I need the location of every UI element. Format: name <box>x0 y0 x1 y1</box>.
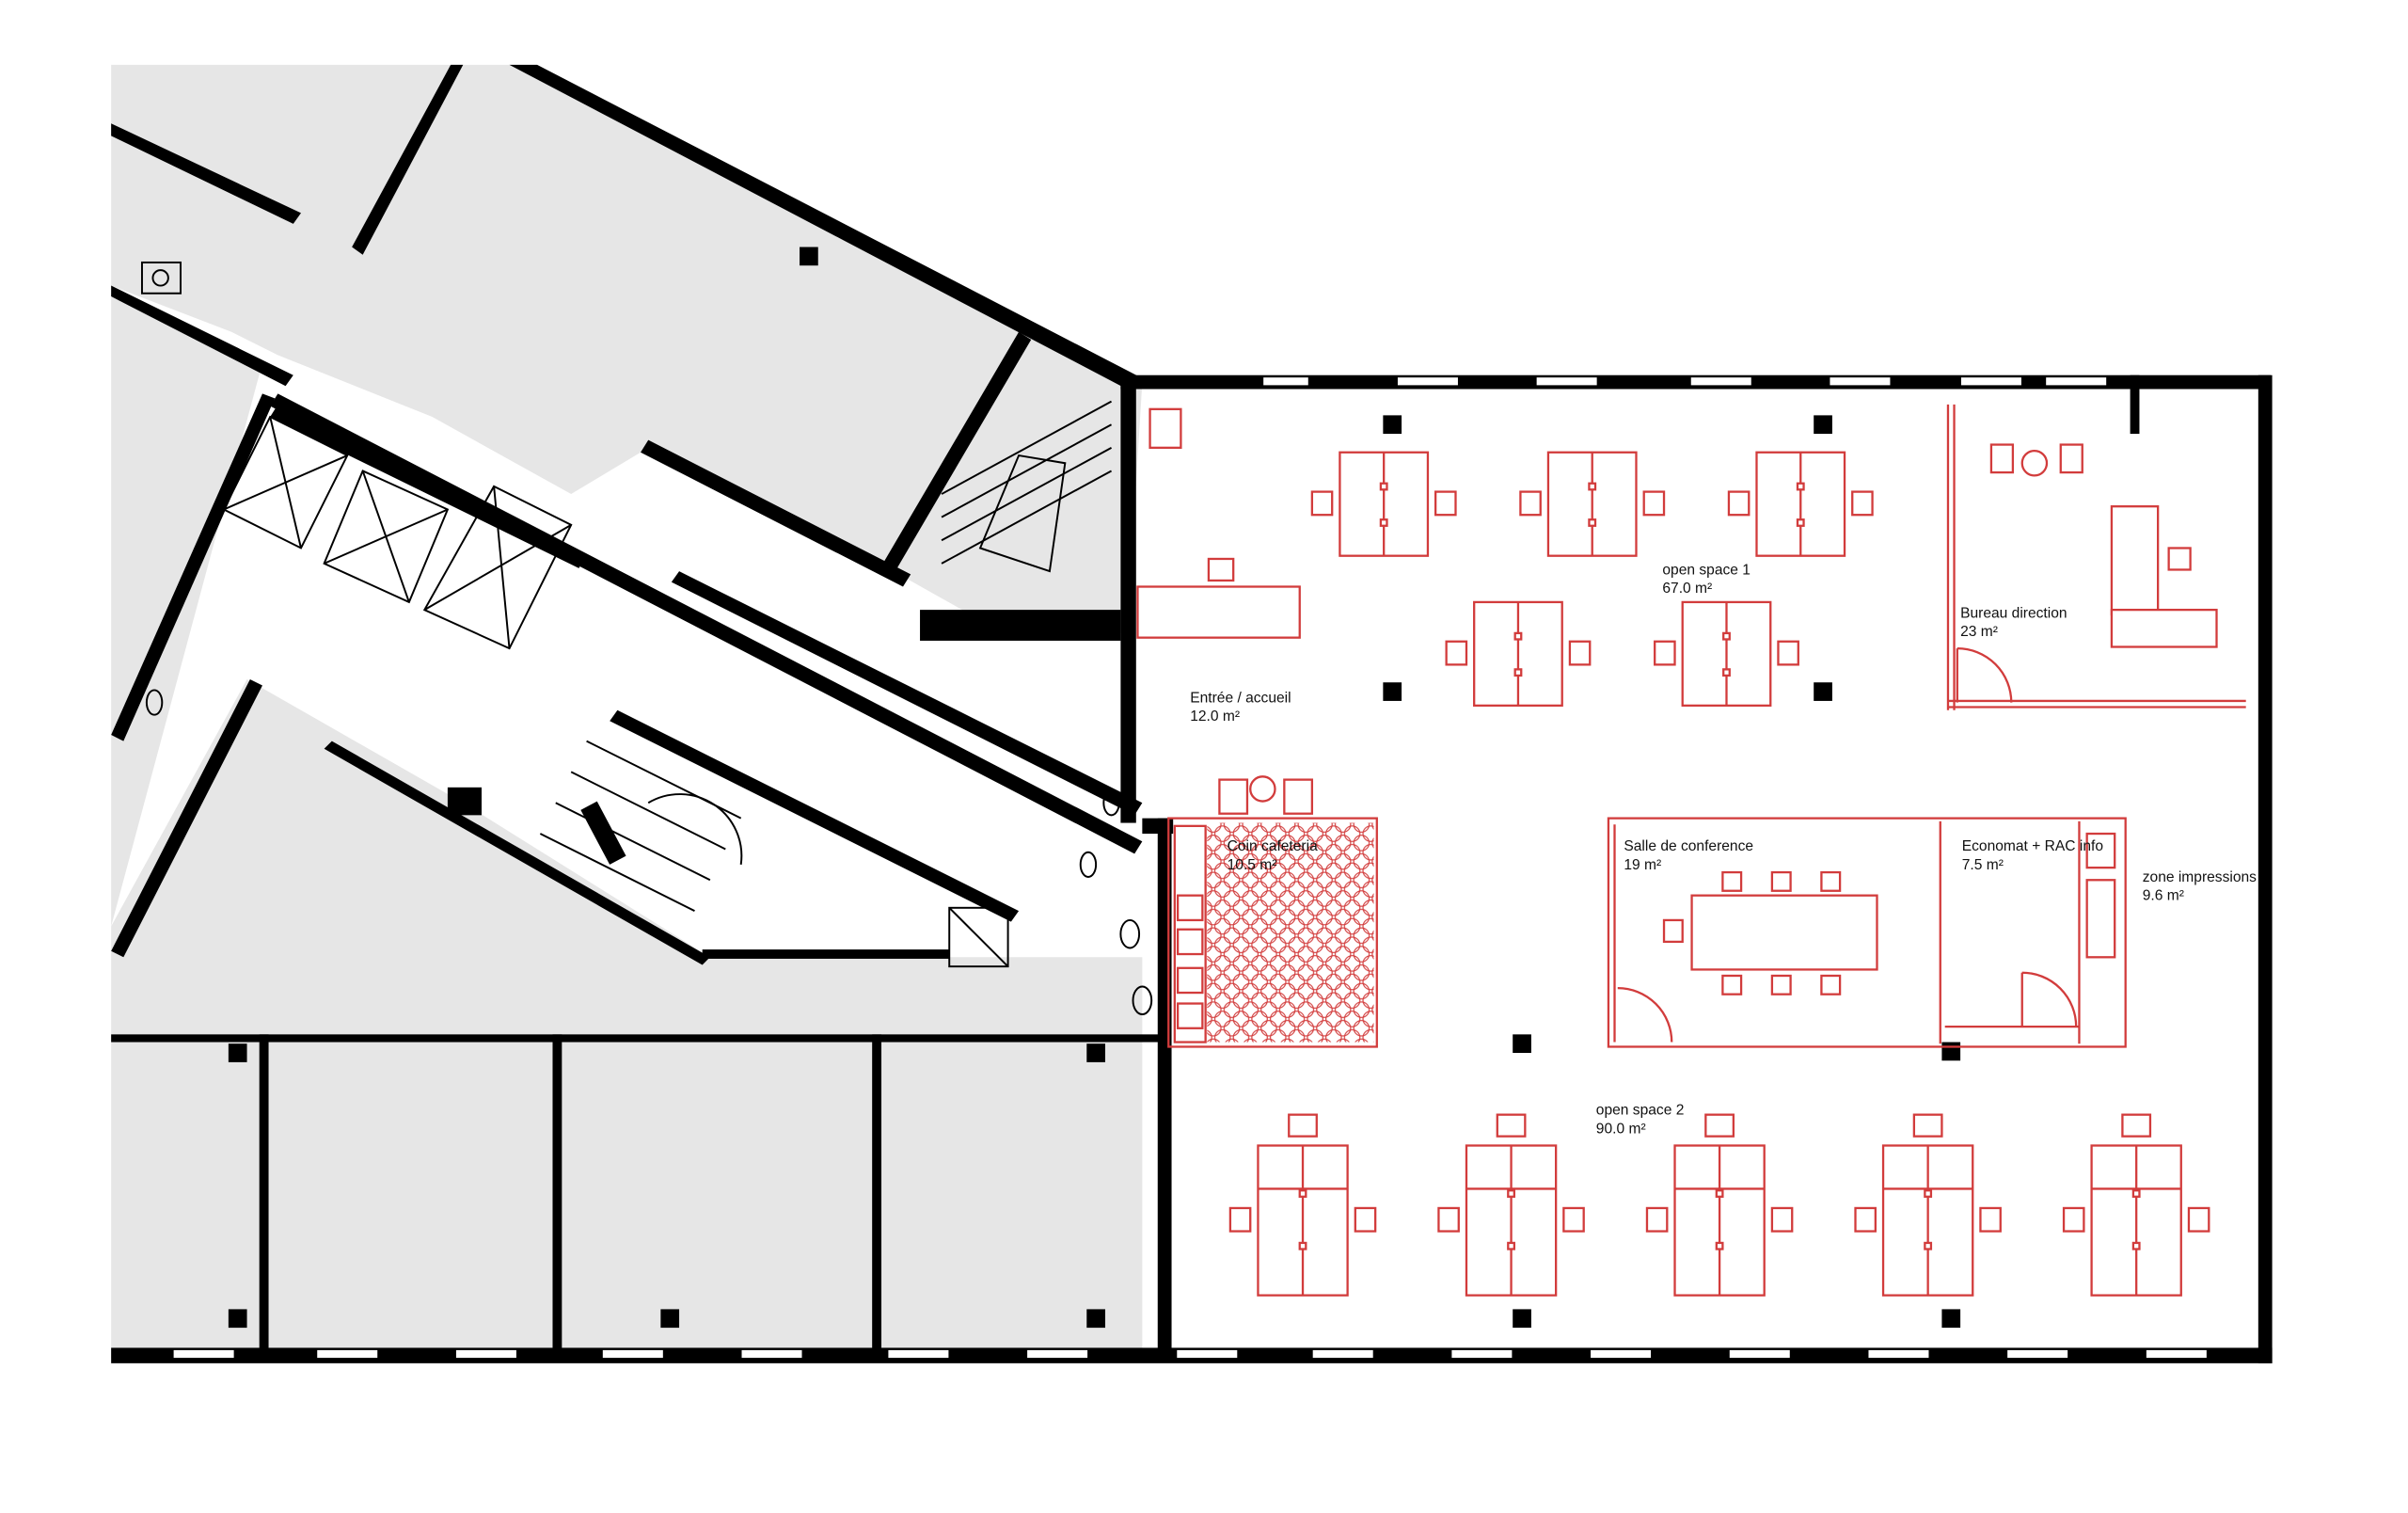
room-label-open-space-2: open space 2 <box>1596 1103 1685 1119</box>
desk-cluster <box>2062 1113 2210 1297</box>
chair <box>1288 1113 1318 1138</box>
chair <box>1770 1206 1794 1233</box>
room-label-economat: Economat + RAC info <box>1962 838 2104 854</box>
desk-clusters <box>1228 451 2210 1297</box>
room-area-salle-conference: 19 m² <box>1624 857 1661 873</box>
chair <box>1727 490 1751 517</box>
desk-cluster <box>1445 600 1592 708</box>
room-label-salle-conference: Salle de conference <box>1624 838 1753 854</box>
chair <box>1851 490 1874 517</box>
reception-and-office-furniture <box>1136 407 2218 995</box>
room-label-zone-impressions: zone impressions <box>2143 869 2257 885</box>
chair <box>1354 1206 1377 1233</box>
chair <box>1654 640 1676 666</box>
windows <box>171 375 2209 1360</box>
chair <box>1562 1206 1585 1233</box>
chair <box>1645 1206 1669 1233</box>
room-area-economat: 7.5 m² <box>1962 857 2004 873</box>
chair <box>1496 1113 1527 1138</box>
chair <box>1912 1113 1943 1138</box>
chair <box>2121 1113 2152 1138</box>
chair <box>1434 490 1457 517</box>
left-fixtures <box>140 261 1153 1016</box>
room-area-open-space-2: 90.0 m² <box>1596 1121 1646 1137</box>
chair <box>1310 490 1334 517</box>
chair <box>1519 490 1542 517</box>
room-area-zone-impressions: 9.6 m² <box>2143 888 2184 904</box>
desk-cluster <box>1437 1113 1585 1297</box>
desk-cluster <box>1654 600 1799 708</box>
chair <box>1445 640 1468 666</box>
chair <box>1979 1206 2002 1233</box>
chair <box>2062 1206 2085 1233</box>
chair <box>1437 1206 1460 1233</box>
chair <box>1568 640 1592 666</box>
desk-cluster <box>1727 451 1874 557</box>
chair <box>1777 640 1799 666</box>
room-label-coin-cafeteria: Coin cafeteria <box>1228 838 1318 854</box>
desk-cluster <box>1310 451 1457 557</box>
chair <box>2187 1206 2210 1233</box>
room-area-entree-accueil: 12.0 m² <box>1190 709 1240 725</box>
red-partitions <box>1167 404 2246 1048</box>
chair <box>1704 1113 1735 1138</box>
desk-cluster <box>1519 451 1666 557</box>
desk-cluster <box>1854 1113 2002 1297</box>
room-label-open-space-1: open space 1 <box>1662 562 1751 578</box>
desk-cluster <box>1645 1113 1794 1297</box>
room-area-open-space-1: 67.0 m² <box>1662 581 1712 597</box>
room-labels: open space 1 67.0 m² Entrée / accueil 12… <box>1190 562 2257 1137</box>
chair <box>1642 490 1666 517</box>
room-area-coin-cafeteria: 10.5 m² <box>1228 857 1277 873</box>
neighbour-zones <box>111 64 1143 1359</box>
room-label-entree-accueil: Entrée / accueil <box>1190 691 1291 707</box>
room-area-bureau-direction: 23 m² <box>1960 624 1998 640</box>
chair <box>1228 1206 1252 1233</box>
desk-cluster <box>1228 1113 1377 1297</box>
room-label-bureau-direction: Bureau direction <box>1960 605 2067 621</box>
left-building-walls <box>111 64 1174 1351</box>
chair <box>1854 1206 1877 1233</box>
